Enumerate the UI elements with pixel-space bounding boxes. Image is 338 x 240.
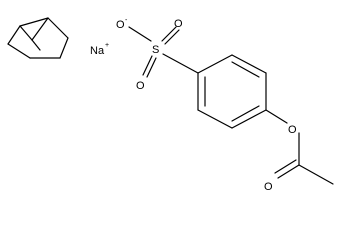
ester-oxygen: O (288, 124, 297, 136)
bond-inner (231, 61, 260, 78)
bond-s-o-double (142, 55, 153, 76)
bond-s-o-double (164, 29, 180, 45)
sodium-label: Na (90, 45, 105, 57)
sodium-cation: Na + (90, 42, 109, 57)
structure-svg: Na + O - S O O O O (7, 17, 334, 193)
bond (19, 17, 49, 27)
bond-s-o-double (146, 57, 157, 78)
bond (197, 109, 233, 129)
sodium-charge: + (105, 42, 109, 49)
bond (231, 109, 267, 129)
sulfonate-group: O - S O O (116, 17, 199, 92)
sulfonyl-oxygen-right: O (174, 18, 183, 30)
chemical-structure-diagram: Na + O - S O O O O (7, 17, 334, 193)
bond-s-ring (162, 53, 199, 74)
sulfonate-oxygen-top: O (116, 19, 125, 31)
bond-c-o-double (274, 159, 297, 174)
bond (7, 25, 21, 45)
sulfonate-oxygen-charge: - (125, 17, 128, 24)
benzene-ring (197, 54, 267, 129)
bond (19, 25, 33, 41)
bond (59, 37, 69, 59)
carbonyl-oxygen: O (264, 181, 273, 193)
bond-s-o-double (161, 26, 177, 42)
bond (47, 17, 69, 39)
bond-inner (231, 105, 260, 122)
bond (31, 39, 41, 51)
sulfur-label: S (152, 44, 159, 56)
bond (197, 54, 233, 74)
sulfonyl-oxygen-bottom: O (136, 80, 145, 92)
bond-o-s (128, 26, 152, 42)
bond (231, 54, 267, 74)
bicyclic-hydrocarbon (7, 17, 69, 59)
bond (31, 17, 49, 41)
bond-c-methyl (298, 164, 334, 185)
acetate-ester: O O (264, 109, 334, 193)
bond (7, 43, 31, 59)
bond-c-o-double (277, 164, 300, 179)
bond-ring-o (265, 109, 288, 124)
